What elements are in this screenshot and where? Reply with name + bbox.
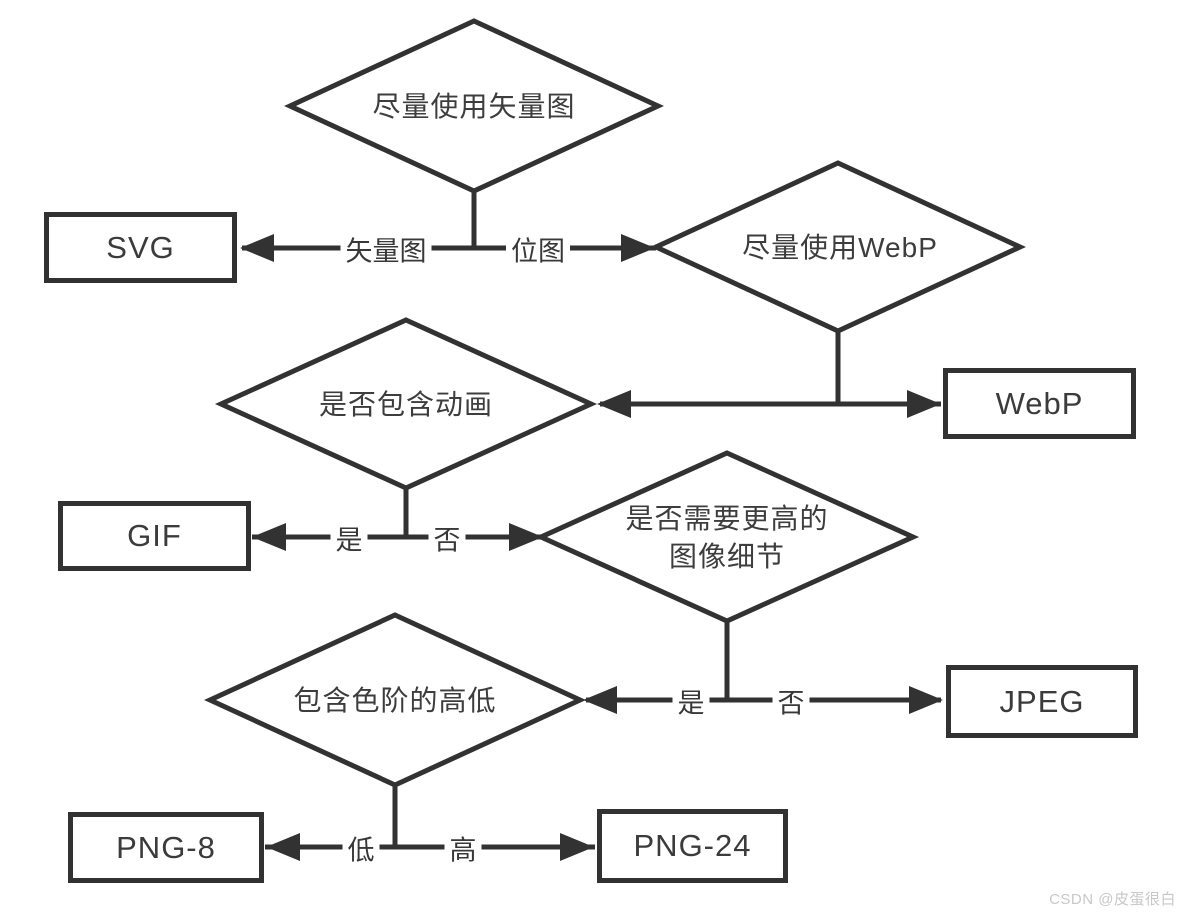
- result-svg-label: SVG: [106, 229, 175, 265]
- edge-label-levels-low: 低: [342, 828, 380, 868]
- result-png8-box[interactable]: PNG-8: [68, 812, 264, 883]
- arrow-to-webp-diamond-icon: [621, 234, 655, 262]
- arrow-to-animation-diamond-icon: [597, 390, 631, 418]
- arrow-to-levels-diamond-icon: [583, 686, 617, 714]
- result-webp-box[interactable]: WebP: [943, 368, 1136, 439]
- arrow-to-svg-icon: [240, 234, 274, 262]
- result-png8-label: PNG-8: [116, 829, 216, 865]
- watermark: CSDN @皮蛋很白: [1049, 891, 1176, 908]
- edge-label-animation-yes: 是: [330, 518, 368, 558]
- edge-lines: [242, 188, 941, 850]
- arrowheads: [240, 234, 943, 861]
- result-jpeg-box[interactable]: JPEG: [946, 665, 1138, 738]
- decision-webp-diamond[interactable]: [650, 160, 1026, 334]
- arrow-to-jpeg-icon: [909, 686, 943, 714]
- arrow-to-png8-icon: [266, 833, 300, 861]
- decision-detail-label: 是否需要更高的 图像细节: [625, 503, 829, 572]
- result-png24-label: PNG-24: [633, 828, 752, 863]
- edge-label-detail-no: 否: [772, 681, 810, 721]
- decision-detail-diamond[interactable]: [534, 450, 920, 624]
- result-gif-box[interactable]: GIF: [58, 501, 251, 571]
- edge-label-bitmap: 位图: [506, 229, 570, 269]
- decision-levels-diamond[interactable]: [204, 612, 586, 788]
- result-jpeg-label: JPEG: [999, 683, 1085, 719]
- decision-webp-label: 尽量使用WebP: [742, 232, 938, 264]
- decision-vector-diamond[interactable]: [284, 18, 664, 194]
- arrow-to-detail-diamond-icon: [509, 523, 543, 551]
- result-svg-box[interactable]: SVG: [44, 212, 237, 283]
- edge-label-animation-no: 否: [428, 518, 466, 558]
- result-gif-label: GIF: [127, 518, 182, 553]
- edge-label-detail-yes: 是: [672, 681, 710, 721]
- edge-label-levels-high: 高: [444, 828, 482, 868]
- decision-animation-diamond[interactable]: [214, 317, 598, 491]
- edge-label-vector: 矢量图: [340, 229, 432, 269]
- decision-levels-label: 包含色阶的高低: [293, 685, 497, 717]
- result-webp-label: WebP: [995, 385, 1084, 421]
- decision-animation-label: 是否包含动画: [318, 389, 494, 421]
- arrow-to-webp-box-icon: [907, 390, 941, 418]
- result-png24-box[interactable]: PNG-24: [597, 809, 788, 883]
- decision-vector-label: 尽量使用矢量图: [372, 91, 576, 123]
- arrow-to-png24-icon: [560, 833, 594, 861]
- arrow-to-gif-icon: [252, 523, 286, 551]
